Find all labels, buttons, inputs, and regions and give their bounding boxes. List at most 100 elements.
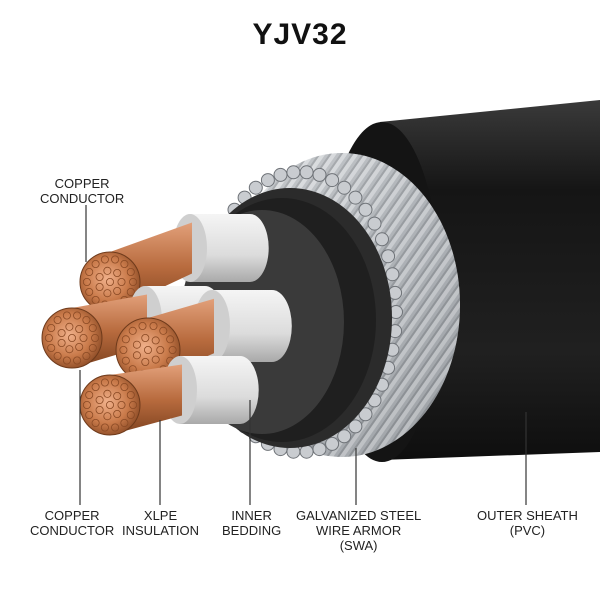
copper-strand-end bbox=[85, 390, 94, 399]
armor-wire-end bbox=[348, 419, 363, 434]
copper-strand-end bbox=[68, 333, 77, 342]
copper-strand-end bbox=[126, 287, 135, 296]
copper-strand-end bbox=[91, 259, 100, 268]
copper-strand-end bbox=[149, 321, 158, 330]
armor-wire-end bbox=[337, 180, 352, 195]
leader-lines bbox=[79, 205, 527, 505]
copper-strand-end bbox=[103, 266, 112, 275]
conductor-core bbox=[79, 356, 259, 436]
copper-strand-end bbox=[113, 268, 122, 277]
conductor-cores bbox=[41, 214, 292, 436]
armor-wire-end bbox=[375, 232, 389, 247]
xlpe-insulation-body bbox=[190, 214, 269, 282]
copper-strand-end bbox=[156, 345, 165, 354]
label-steel-wire-armor: GALVANIZED STEEL WIRE ARMOR (SWA) bbox=[296, 508, 422, 553]
copper-strand-end bbox=[121, 356, 130, 365]
xlpe-insulation-body bbox=[212, 290, 292, 362]
copper-strand-end bbox=[44, 333, 53, 342]
copper-strand-end bbox=[126, 410, 135, 419]
copper-strand-end bbox=[129, 400, 138, 409]
copper-strand-end bbox=[47, 343, 56, 352]
armor-wire-end bbox=[299, 165, 314, 180]
armor-wire-end bbox=[358, 202, 373, 217]
copper-strand-end bbox=[132, 340, 141, 349]
copper-strand-end bbox=[166, 335, 175, 344]
copper-strand-end bbox=[132, 351, 141, 360]
copper-strand-end bbox=[73, 311, 82, 320]
armor-wire-end bbox=[325, 436, 340, 451]
copper-strand-end bbox=[88, 323, 97, 332]
copper-strand-end bbox=[91, 418, 100, 427]
copper-strand-end bbox=[73, 356, 82, 365]
armor-wire-end bbox=[337, 429, 352, 444]
copper-strand-end bbox=[113, 391, 122, 400]
copper-strand-end bbox=[57, 328, 66, 337]
armor-wire-end bbox=[312, 167, 327, 182]
copper-face bbox=[79, 374, 141, 436]
armor-wire-end bbox=[299, 444, 314, 459]
armor-wire-end bbox=[358, 407, 373, 422]
copper-strand-end bbox=[128, 326, 137, 335]
copper-strand-end bbox=[85, 410, 94, 419]
copper-strand-end bbox=[82, 315, 91, 324]
copper-strand-end bbox=[57, 338, 66, 347]
copper-strand-end bbox=[151, 355, 160, 364]
copper-strand-end bbox=[65, 345, 74, 354]
copper-face bbox=[41, 307, 103, 369]
copper-strand-end bbox=[129, 277, 138, 286]
copper-strand-end bbox=[53, 351, 62, 360]
armor-wire-end bbox=[385, 267, 400, 282]
label-xlpe-insulation: XLPE INSULATION bbox=[122, 508, 200, 538]
copper-strand-end bbox=[120, 418, 129, 427]
copper-strand-end bbox=[138, 321, 147, 330]
copper-strand-end bbox=[117, 277, 126, 286]
copper-strand-end bbox=[91, 295, 100, 304]
copper-strand-end bbox=[62, 356, 71, 365]
copper-strand-end bbox=[111, 255, 120, 264]
conductor-core bbox=[115, 290, 292, 383]
copper-strand-end bbox=[62, 311, 71, 320]
copper-strand-end bbox=[141, 357, 150, 366]
conductor-core bbox=[79, 214, 269, 313]
copper-strand-end bbox=[85, 287, 94, 296]
armor-wire-end bbox=[367, 216, 382, 231]
copper-strand-end bbox=[88, 343, 97, 352]
label-inner-bedding: INNER BEDDING bbox=[222, 508, 282, 538]
copper-strand-end bbox=[106, 400, 115, 409]
copper-strand-end bbox=[120, 382, 129, 391]
label-copper-conductor-top: COPPER CONDUCTOR bbox=[40, 176, 125, 206]
copper-strand-end bbox=[85, 267, 94, 276]
copper-strand-end bbox=[111, 423, 120, 432]
armor-wire-end bbox=[286, 165, 301, 180]
copper-strand-end bbox=[79, 333, 88, 342]
copper-strand-end bbox=[141, 333, 150, 342]
copper-strand-end bbox=[111, 378, 120, 387]
copper-strand-end bbox=[159, 326, 168, 335]
copper-strand-end bbox=[100, 423, 109, 432]
armor-wire-end bbox=[260, 173, 275, 188]
copper-strand-end bbox=[91, 333, 100, 342]
copper-strand-end bbox=[143, 345, 152, 354]
armor-wire-end bbox=[381, 249, 396, 264]
copper-strand-end bbox=[126, 390, 135, 399]
copper-strand-end bbox=[75, 324, 84, 333]
copper-strand-end bbox=[82, 277, 91, 286]
copper-strand-end bbox=[117, 400, 126, 409]
copper-strand-end bbox=[126, 267, 135, 276]
diagram-title: YJV32 bbox=[252, 18, 348, 51]
copper-strand-end bbox=[53, 315, 62, 324]
copper-strand-end bbox=[103, 389, 112, 398]
copper-strand-end bbox=[103, 289, 112, 298]
copper-strand-end bbox=[121, 335, 130, 344]
copper-strand-end bbox=[120, 259, 129, 268]
copper-strand-end bbox=[91, 382, 100, 391]
copper-strand-end bbox=[82, 351, 91, 360]
copper-strand-end bbox=[95, 395, 104, 404]
copper-strand-end bbox=[113, 409, 122, 418]
copper-strand-end bbox=[95, 405, 104, 414]
armor-wire-end bbox=[312, 442, 327, 457]
copper-strand-end bbox=[119, 345, 128, 354]
label-copper-conductor-bottom: COPPER CONDUCTOR bbox=[30, 508, 115, 538]
armor-wire-end bbox=[273, 167, 288, 182]
